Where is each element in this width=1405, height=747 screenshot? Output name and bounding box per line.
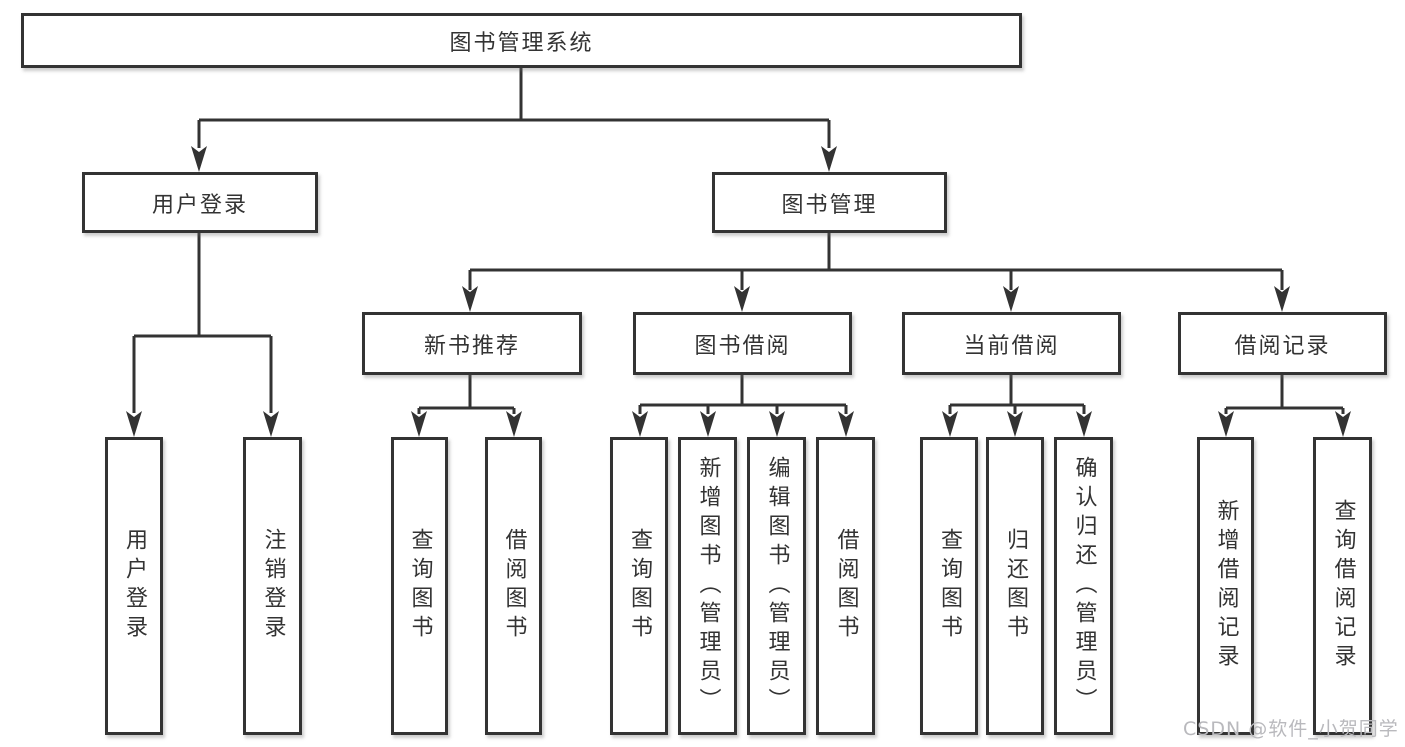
connector-borrow-rec-children [1224,375,1345,414]
leaf-newrec-query-books: 查询图书 [391,437,448,735]
csdn-watermark: CSDN @软件_小贺同学 [1183,718,1399,740]
node-book-management: 图书管理 [712,172,947,233]
leaf-current-confirm-return-admin: 确认归还（管理员） [1054,437,1113,735]
leaf-newrec-borrow-books: 借阅图书 [485,437,542,735]
connector-cur-borrow-children [948,375,1086,414]
node-new-book-recommend: 新书推荐 [362,312,582,375]
node-user-login: 用户登录 [82,172,318,233]
node-current-borrowing: 当前借阅 [902,312,1121,375]
leaf-current-query-books: 查询图书 [920,437,978,735]
leaf-records-query-record: 查询借阅记录 [1313,437,1372,735]
leaf-user-login: 用户登录 [105,437,163,735]
node-borrowing-records: 借阅记录 [1178,312,1387,375]
connector-new-rec-children [417,375,516,414]
connector-root-to-level2 [197,68,831,148]
node-root-system: 图书管理系统 [21,13,1022,68]
leaf-records-add-record: 新增借阅记录 [1197,437,1254,735]
leaf-current-return-books: 归还图书 [986,437,1044,735]
leaf-borrow-query-books: 查询图书 [610,437,668,735]
leaf-borrow-edit-books-admin: 编辑图书（管理员） [747,437,806,735]
connector-user-login-children [132,233,273,413]
leaf-logout: 注销登录 [243,437,302,735]
connector-book-mgmt-children [468,233,1284,290]
connector-book-borrow-children [638,375,848,414]
arrowheads [126,146,1351,437]
node-book-borrowing: 图书借阅 [633,312,852,375]
leaf-borrow-borrow-books: 借阅图书 [816,437,875,735]
leaf-borrow-add-books-admin: 新增图书（管理员） [678,437,737,735]
